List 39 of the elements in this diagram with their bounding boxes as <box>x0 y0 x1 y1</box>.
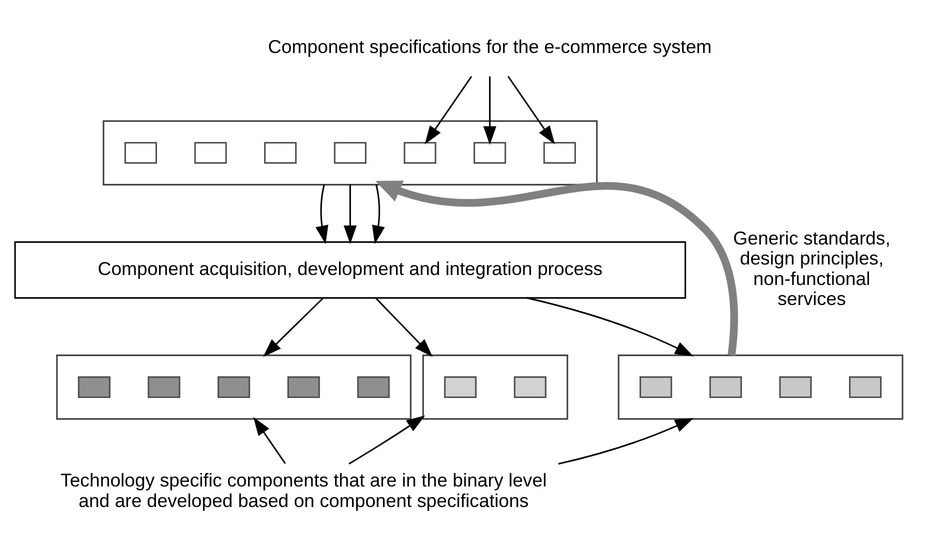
node-box <box>287 376 320 398</box>
node-box <box>218 376 250 398</box>
arrow <box>424 76 472 144</box>
node-box <box>194 142 227 164</box>
node-box <box>709 376 742 398</box>
arrow <box>483 76 496 145</box>
node-text: Component specifications for the e-commerce system <box>268 36 712 57</box>
arrow <box>558 418 694 465</box>
arrow <box>348 416 426 464</box>
cluster <box>618 354 904 420</box>
node-box <box>444 376 477 398</box>
node-box <box>779 376 812 398</box>
node-box <box>264 142 297 164</box>
node-text: Technology specific components that are in the binary level and are developed based on component specifications <box>60 470 547 511</box>
arrow <box>372 184 385 244</box>
arrow <box>508 76 555 144</box>
edge-label: Generic standards, design principles, non-functional services <box>733 228 890 310</box>
node-box <box>124 142 158 164</box>
arrow <box>316 184 328 244</box>
arrow <box>263 297 324 357</box>
cluster <box>56 354 412 420</box>
arrow <box>344 184 357 244</box>
node-box <box>357 376 390 398</box>
cluster <box>102 120 598 186</box>
node-box <box>849 376 882 398</box>
node-box <box>404 142 436 164</box>
cluster <box>422 354 568 420</box>
node-box <box>640 376 672 398</box>
arrow <box>253 417 286 464</box>
node-box <box>148 376 180 398</box>
arrow <box>526 297 694 356</box>
node-box <box>78 376 110 398</box>
node-box <box>543 142 576 164</box>
node-box <box>474 142 506 164</box>
node-box: Component acquisition, development and integration process <box>14 241 686 299</box>
arrow <box>375 180 738 356</box>
node-box <box>514 376 546 398</box>
arrow <box>375 297 433 358</box>
node-box <box>334 142 366 164</box>
